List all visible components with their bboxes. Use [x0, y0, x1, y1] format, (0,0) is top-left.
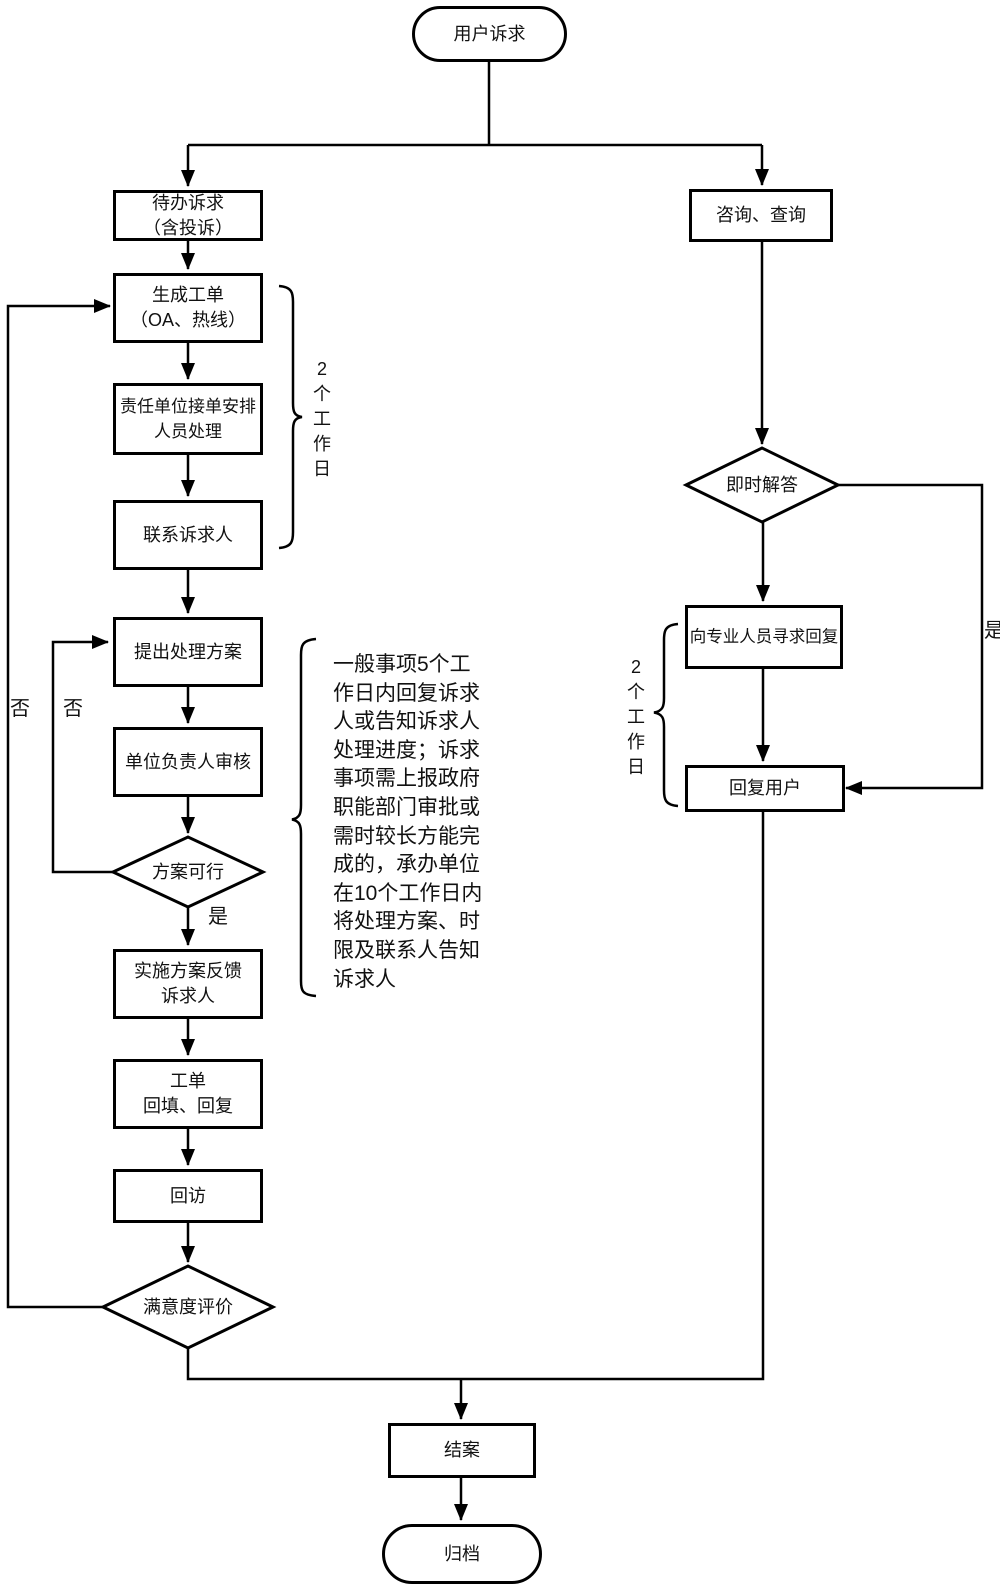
decision-satisfaction-label: 满意度评价	[143, 1297, 233, 1317]
label-feasible-yes: 是	[208, 906, 228, 928]
decision-feasible-shape	[109, 835, 267, 909]
node-propose-solution: 提出处理方案	[113, 617, 263, 687]
node-pending-request: 待办诉求 （含投诉）	[113, 190, 263, 241]
node-assign-staff: 责任单位接单安排 人员处理	[113, 383, 263, 455]
node-consult-query: 咨询、查询	[689, 189, 833, 242]
label-feasible-no: 否	[63, 698, 83, 720]
edge-bottom-join	[186, 812, 765, 1381]
brace-right-duration	[653, 622, 679, 808]
node-start: 用户诉求	[412, 6, 567, 62]
decision-feasible-label: 方案可行	[152, 862, 224, 882]
annotation-note: 一般事项5个工 作日内回复诉求 人或告知诉求人 处理进度；诉求 事项需上报政府 …	[333, 653, 483, 991]
edge-satisfaction-no-loop	[6, 299, 111, 1309]
node-contact-requester: 联系诉求人	[113, 500, 263, 570]
node-ticket-fill-reply: 工单 回填、回复	[113, 1059, 263, 1129]
annotation-right-duration: 2个工作日	[627, 657, 645, 777]
node-reply-user: 回复用户	[685, 765, 845, 812]
label-instant-yes: 是	[984, 620, 1000, 642]
decision-instant-shape	[682, 446, 842, 524]
node-archive: 归档	[382, 1524, 542, 1584]
node-generate-ticket: 生成工单 （OA、热线）	[113, 273, 263, 343]
node-close-case: 结案	[388, 1423, 536, 1478]
edge-instant-yes-loop	[838, 483, 984, 795]
label-satisfaction-no: 否	[10, 698, 30, 720]
annotation-left-duration: 2个工作日	[313, 359, 331, 479]
brace-left-duration	[278, 284, 303, 550]
node-follow-up: 回访	[113, 1169, 263, 1223]
brace-note	[291, 637, 317, 998]
node-implement-feedback: 实施方案反馈 诉求人	[113, 949, 263, 1019]
edge-feasible-no-loop	[51, 635, 113, 874]
decision-satisfaction-shape	[99, 1264, 277, 1350]
node-seek-professional: 向专业人员寻求回复	[685, 605, 843, 669]
node-leader-review: 单位负责人审核	[113, 727, 263, 797]
decision-instant-label: 即时解答	[726, 475, 798, 495]
